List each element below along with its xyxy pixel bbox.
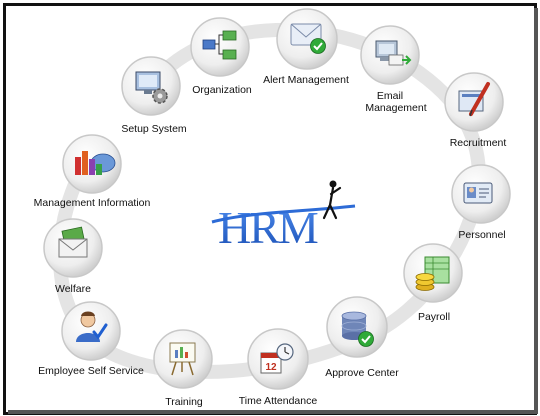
coins-ledger-icon [415, 256, 450, 291]
module-payroll[interactable]: Payroll [403, 243, 463, 323]
module-label: Personnel [458, 229, 505, 241]
calendar-clock-icon: 12 [260, 343, 294, 374]
frame-shadow-right [534, 8, 538, 412]
email-send-icon [375, 40, 412, 66]
module-recruitment[interactable]: Recruitment [444, 72, 507, 149]
pen-document-icon [458, 82, 490, 117]
organization-chart-icon [202, 30, 237, 60]
module-label-line2: Management [365, 102, 426, 114]
module-training[interactable]: Training [153, 329, 213, 408]
module-management-information[interactable]: Management Information [34, 134, 151, 209]
module-label: Recruitment [450, 137, 507, 149]
monitor-gear-icon [135, 71, 168, 104]
module-employee-self-service[interactable]: Employee Self Service [38, 301, 144, 377]
module-label: Welfare [55, 283, 91, 295]
module-label: Management Information [34, 197, 151, 209]
module-welfare[interactable]: Welfare [43, 218, 103, 295]
module-organization[interactable]: Organization [190, 17, 252, 96]
module-alert-management[interactable]: Alert Management [263, 8, 349, 86]
module-label: Payroll [418, 311, 450, 323]
module-label: Employee Self Service [38, 365, 144, 377]
presentation-board-icon [169, 342, 196, 376]
logo-swoosh [211, 204, 356, 224]
module-label: Time Attendance [239, 395, 318, 407]
module-label: Alert Management [263, 74, 349, 86]
module-label: Training [165, 396, 203, 408]
hrm-logo: HRM [211, 180, 356, 253]
database-check-icon [341, 311, 374, 347]
module-label-line1: Email [377, 90, 403, 102]
module-personnel[interactable]: Personnel [451, 164, 511, 241]
frame-shadow-bottom [8, 410, 538, 414]
module-setup-system[interactable]: Setup System [121, 56, 187, 135]
envelope-money-icon [58, 226, 88, 258]
id-card-icon [463, 182, 493, 204]
module-email-management[interactable]: Email Management [360, 25, 427, 114]
svg-text:12: 12 [265, 362, 277, 373]
module-time-attendance[interactable]: 12 Time Attendance [239, 328, 318, 407]
user-check-icon [76, 311, 108, 342]
logo-figure-icon [322, 180, 342, 220]
module-label: Approve Center [325, 367, 399, 379]
module-approve-center[interactable]: Approve Center [325, 296, 399, 379]
envelope-check-icon [290, 23, 326, 54]
module-label: Setup System [121, 123, 187, 135]
bar-chart-icon [75, 151, 116, 175]
module-label: Organization [192, 84, 252, 96]
